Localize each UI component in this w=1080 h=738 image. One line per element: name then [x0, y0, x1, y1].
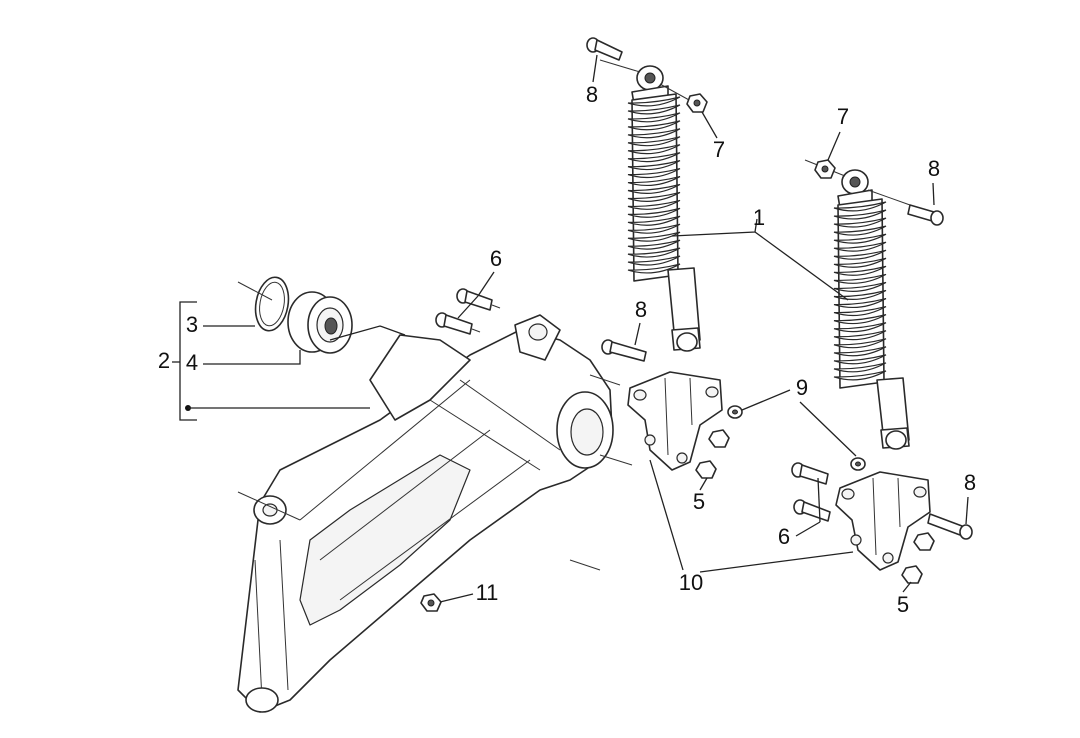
bolt-6-right-lower-drawing: [793, 499, 831, 522]
label-6-right: 6: [778, 524, 790, 549]
label-8-right-bracket: 8: [964, 470, 976, 495]
nut-7-right-drawing: [814, 159, 836, 179]
bolt-6-right-upper-drawing: [791, 462, 829, 485]
shock-absorber-left-drawing: [599, 59, 701, 352]
bracket-10-right-drawing: [835, 471, 931, 571]
label-11: 11: [476, 580, 499, 605]
bracket-10-left-drawing: [627, 371, 723, 471]
bolt-6-lower-drawing: [435, 312, 481, 335]
label-10: 10: [679, 570, 703, 595]
label-6-left: 6: [490, 246, 502, 271]
nut-7-top-left-drawing: [686, 93, 708, 113]
bolt-8-top-right-drawing: [907, 204, 944, 226]
bolt-8-top-left-drawing: [586, 37, 623, 61]
swing-arm-drawing: [237, 314, 633, 713]
label-3: 3: [186, 312, 198, 337]
nut-5-right-upper-drawing: [913, 532, 935, 551]
label-7-left: 7: [713, 137, 725, 162]
label-9: 9: [796, 375, 808, 400]
leader-lines: [172, 54, 969, 603]
reference-labels: 1 2 3 4 5 5 6 6 7 7 8 8 8 8 9 10 11: [158, 82, 976, 617]
label-5-left: 5: [693, 489, 705, 514]
washer-9-right-drawing: [850, 457, 866, 471]
nut-5-left-lower-drawing: [695, 460, 717, 479]
label-4: 4: [186, 350, 198, 375]
bearing-drawing: [287, 291, 353, 354]
label-1: 1: [753, 205, 765, 230]
circlip-drawing: [237, 276, 290, 332]
shock-absorber-right-drawing: [804, 159, 911, 450]
label-8-top-left: 8: [586, 82, 598, 107]
nut-5-left-upper-drawing: [708, 429, 730, 448]
washer-9-left-drawing: [727, 405, 743, 419]
label-8-top-right: 8: [928, 156, 940, 181]
bolt-6-upper-drawing: [456, 288, 501, 311]
label-2: 2: [158, 348, 170, 373]
bolt-8-bracket-right-drawing: [927, 513, 973, 540]
label-8-middle-left: 8: [635, 297, 647, 322]
nut-11-drawing: [420, 593, 442, 612]
label-5-right: 5: [897, 592, 909, 617]
label-7-right: 7: [837, 104, 849, 129]
bolt-8-bracket-left-drawing: [601, 339, 647, 362]
nut-5-right-lower-drawing: [901, 565, 923, 584]
